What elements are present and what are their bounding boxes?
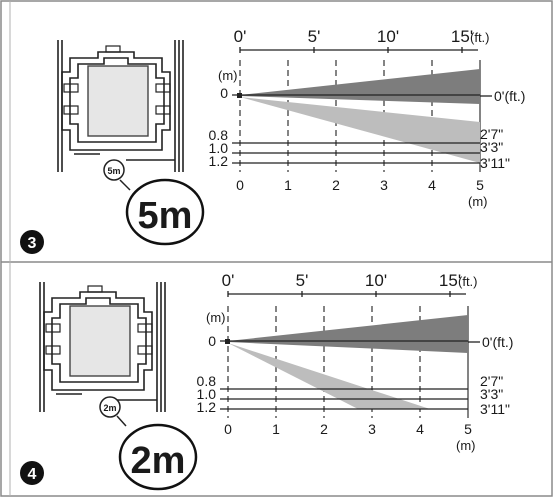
sensor-origin-marker: [225, 339, 230, 344]
zoom-pointer: [116, 415, 127, 427]
sensor-mode-dial-label: 2m: [103, 403, 116, 413]
m-tick-label: 1: [272, 421, 280, 437]
m-tick-label: 2: [320, 421, 328, 437]
right-ft-label: 3'11": [480, 155, 510, 171]
zoom-callout-label: 5m: [138, 195, 193, 237]
ft-tick-label: 5': [296, 271, 309, 290]
lower-detection-beam: [240, 97, 480, 163]
ft-tick-label: 0': [222, 271, 235, 290]
sensor-mode-dial: [103, 159, 125, 181]
y-tick-label: 0: [208, 333, 216, 349]
panel-4: 2m 2m 4 0' 5' 10' 15' (ft.) (m) 0 0.8 1.…: [20, 271, 514, 491]
m-tick-label: 1: [284, 177, 292, 193]
ft-tick-label: 0': [234, 27, 247, 46]
right-ft-label: 2'7": [480, 126, 503, 142]
ft-tick-label: 10': [365, 271, 387, 290]
y-tick-label: 1.2: [197, 399, 217, 415]
detection-range-chart: 0' 5' 10' 15' (ft.) (m) 0 0.8 1.0 1.2: [209, 27, 526, 209]
y-tick-label: 1.2: [209, 153, 229, 169]
ft-unit-label: (ft.): [470, 30, 490, 45]
ft-tick-label: 5': [308, 27, 321, 46]
right-ft-label: 3'3": [480, 139, 503, 155]
x-unit-label: (m): [468, 194, 488, 209]
x-unit-label: (m): [456, 438, 476, 453]
sensor-device-illustration: [39, 282, 166, 412]
m-tick-label: 3: [368, 421, 376, 437]
ft-unit-label: (ft.): [458, 274, 478, 289]
y-unit-label: (m): [218, 68, 238, 83]
step-badge-number: 4: [28, 466, 37, 483]
y-unit-label: (m): [206, 310, 226, 325]
y-tick-label: 1.0: [197, 386, 217, 402]
ft-tick-label: 10': [377, 27, 399, 46]
lower-detection-beam: [228, 343, 430, 409]
step-badge: [20, 461, 44, 485]
y-tick-label: 0.8: [197, 373, 217, 389]
m-tick-label: 5: [464, 421, 472, 437]
zoom-callout: [125, 178, 205, 246]
sensor-mode-dial: [99, 396, 121, 418]
panel-3: 5m 5m 3 0' 5' 10' 15' (ft.) (m) 0 0.8 1.…: [20, 27, 525, 254]
y-tick-label: 0: [220, 85, 228, 101]
ft-tick-label: 15': [451, 27, 473, 46]
m-tick-label: 2: [332, 177, 340, 193]
zoom-pointer: [119, 179, 131, 191]
right-ft-label: 0'(ft.): [494, 88, 525, 104]
m-tick-label: 0: [224, 421, 232, 437]
step-badge: [20, 230, 44, 254]
sensor-mode-dial-label: 5m: [107, 166, 120, 176]
y-tick-label: 1.0: [209, 140, 229, 156]
m-tick-label: 4: [416, 421, 424, 437]
m-tick-label: 0: [236, 177, 244, 193]
sensor-device-illustration: [57, 40, 184, 172]
detection-range-chart: 0' 5' 10' 15' (ft.) (m) 0 0.8 1.0 1.2: [197, 271, 514, 453]
step-badge-number: 3: [28, 235, 37, 252]
right-ft-label: 2'7": [480, 373, 503, 389]
m-tick-label: 5: [476, 177, 484, 193]
upper-detection-beam: [228, 315, 468, 353]
zoom-callout: [118, 423, 198, 491]
ft-tick-label: 15': [439, 271, 461, 290]
zoom-callout-label: 2m: [131, 440, 186, 482]
sensor-origin-marker: [237, 93, 242, 98]
right-ft-label: 3'11": [480, 401, 510, 417]
y-tick-label: 0.8: [209, 127, 229, 143]
m-tick-label: 3: [380, 177, 388, 193]
m-tick-label: 4: [428, 177, 436, 193]
right-ft-label: 0'(ft.): [482, 334, 513, 350]
right-ft-label: 3'3": [480, 386, 503, 402]
